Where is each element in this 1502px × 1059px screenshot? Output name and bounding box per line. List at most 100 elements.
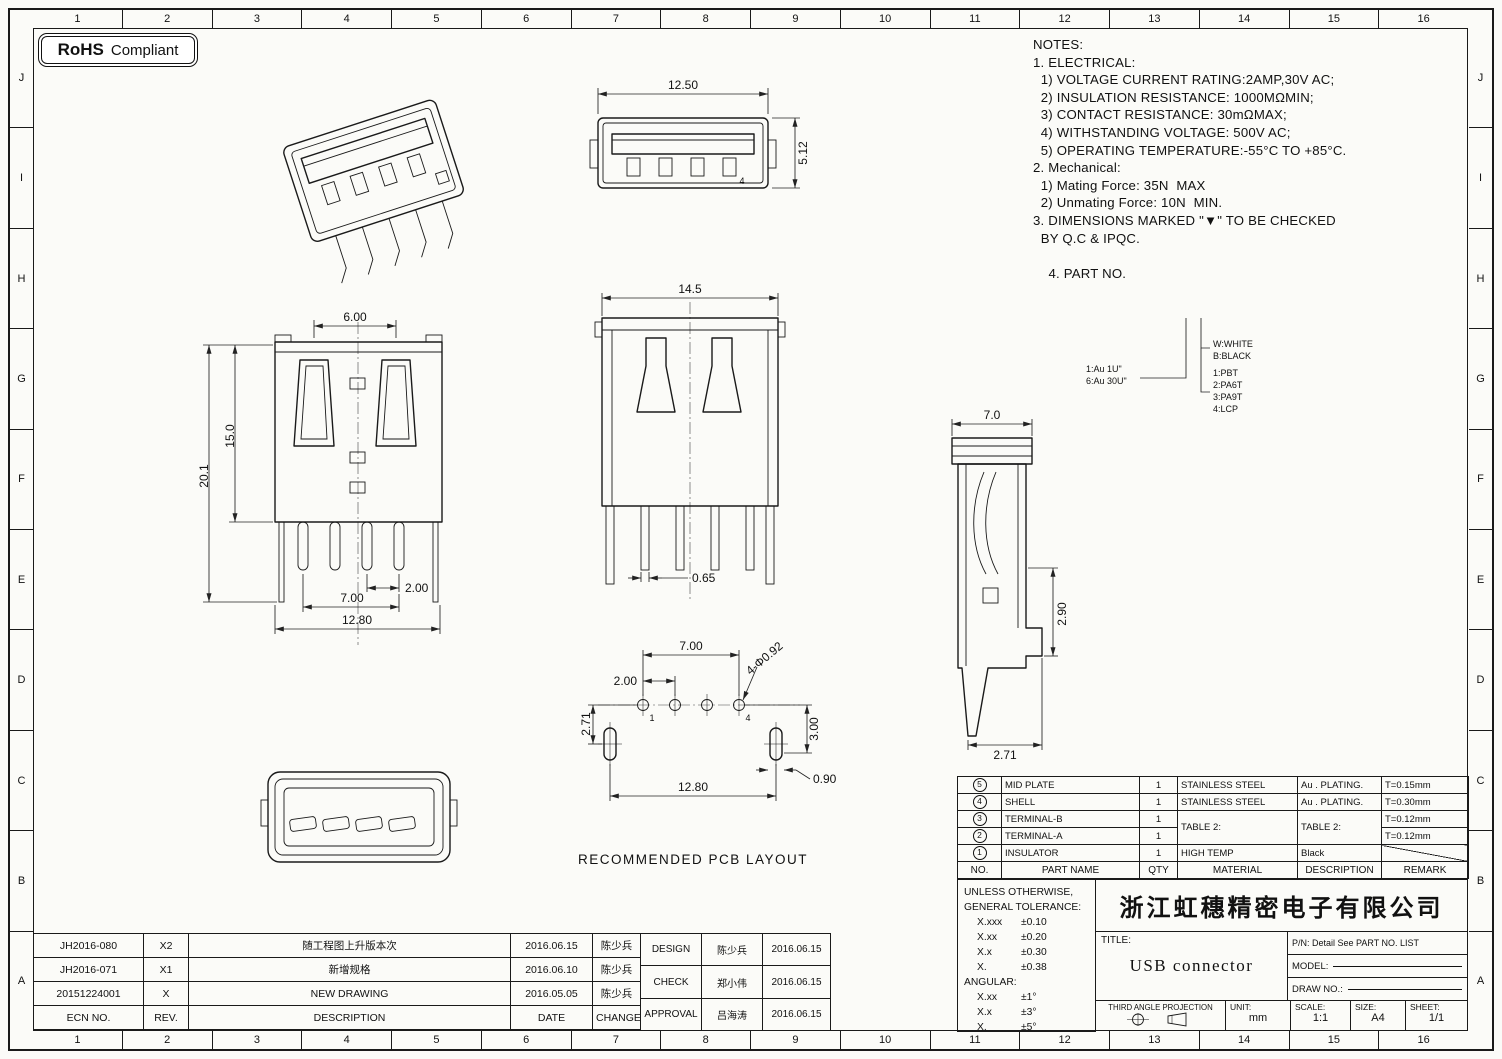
bom-row: 3 TERMINAL-B 1 TABLE 2: TABLE 2: T=0.12m… (957, 810, 1469, 845)
bom-header: PART NAME (1001, 861, 1140, 879)
approval-role: CHECK (640, 965, 702, 999)
grid-col-label: 9 (751, 10, 841, 28)
bom-row: 5 MID PLATE 1 STAINLESS STEEL Au . PLATI… (957, 776, 1469, 794)
grid-col-label: 10 (841, 10, 931, 28)
material: STAINLESS STEEL (1177, 776, 1298, 794)
draw-no-blank-line (1347, 988, 1462, 990)
rev-by: 陈少兵 (592, 933, 641, 958)
approval-table: DESIGN 陈少兵 2016.06.15 CHECK 郑小伟 2016.06.… (640, 932, 831, 1032)
grid-col-label: 11 (931, 1031, 1021, 1049)
rev-description: 新增规格 (188, 957, 511, 982)
ecn-no: JH2016-071 (33, 957, 144, 982)
tolerance-block: UNLESS OTHERWISE, GENERAL TOLERANCE: X.x… (957, 879, 1096, 1033)
approval-date: 2016.06.15 (762, 997, 831, 1032)
grid-row-label: E (10, 530, 33, 631)
grid-col-label: 9 (751, 1031, 841, 1049)
draw-no-label: DRAW NO.: (1292, 983, 1343, 995)
grid-row-label: B (10, 831, 33, 932)
bom-header: MATERIAL (1177, 861, 1298, 879)
notes-line (1033, 247, 1473, 265)
tolerance-row: X.x±0.30 (977, 947, 1047, 958)
qty: 1 (1139, 793, 1178, 811)
approval-name: 郑小伟 (701, 965, 763, 999)
rohs-badge: RoHS Compliant (38, 33, 198, 67)
tolerance-row: X.xxx±0.10 (977, 917, 1047, 928)
part-number-cell: P/N: Detail See PART NO. LIST (1287, 931, 1468, 955)
material: STAINLESS STEEL (1177, 793, 1298, 811)
item-number-badge: 5 (972, 778, 987, 792)
projection-cell: THIRD ANGLE PROJECTION (1095, 1000, 1226, 1031)
revision-row: 20151224001 X NEW DRAWING 2016.05.05 陈少兵 (33, 981, 641, 1006)
notes-line: BY Q.C & IPQC. (1033, 230, 1141, 246)
grid-row-label: C (1469, 731, 1492, 832)
sheet-label: SHEET: (1410, 1002, 1440, 1012)
bom-table: 5 MID PLATE 1 STAINLESS STEEL Au . PLATI… (957, 776, 1469, 879)
qty: 1 (1139, 827, 1178, 845)
approval-role: APPROVAL (640, 997, 702, 1032)
description: Black (1297, 844, 1382, 862)
grid-row-label: J (1469, 28, 1492, 129)
tolerance-line: GENERAL TOLERANCE: (964, 902, 1082, 913)
angular-label: ANGULAR: (964, 977, 1017, 988)
item-number-badge: 4 (972, 795, 987, 809)
bom-header: NO. (957, 861, 1002, 879)
rev-by: 陈少兵 (592, 981, 641, 1006)
grid-col-label: 6 (482, 1031, 572, 1049)
notes-line: 2. Mechanical: (1033, 160, 1121, 176)
grid-col-label: 5 (392, 10, 482, 28)
rev: X2 (143, 933, 189, 958)
drawing-title: USB connector (1129, 956, 1254, 975)
size-cell: SIZE: A4 (1350, 1000, 1406, 1031)
description: Au . PLATING. (1297, 776, 1382, 794)
grid-col-label: 14 (1200, 10, 1290, 28)
notes-line: 2) Unmating Force: 10N MIN. (1033, 195, 1223, 211)
grid-col-label: 13 (1110, 1031, 1200, 1049)
grid-col-label: 3 (213, 1031, 303, 1049)
grid-col-label: 2 (123, 10, 213, 28)
notes-line: 4) WITHSTANDING VOLTAGE: 500V AC; (1033, 124, 1291, 140)
grid-row-label: F (1469, 430, 1492, 531)
rohs-bold-text: RoHS (57, 40, 104, 59)
grid-col-label: 12 (1020, 10, 1110, 28)
grid-row-label: A (1476, 975, 1485, 988)
grid-col-label: 13 (1110, 10, 1200, 28)
notes-line: 5) OPERATING TEMPERATURE:-55°C TO +85°C. (1033, 142, 1347, 158)
revision-header-row: ECN NO. REV. DESCRIPTION DATE CHANGE (33, 1005, 641, 1030)
tolerance-row: X.x±3° (977, 1007, 1037, 1018)
ecn-no: 20151224001 (33, 981, 144, 1006)
part-number-text: P/N: Detail See PART NO. LIST (1292, 938, 1420, 948)
notes-line: 4. PART NO. (1033, 265, 1127, 281)
qty: 1 (1139, 776, 1178, 794)
approval-row: APPROVAL 吕海涛 2016.06.15 (640, 997, 831, 1032)
grid-col-label: 7 (572, 1031, 662, 1049)
grid-row-label: D (10, 630, 33, 731)
part-name: INSULATOR (1001, 844, 1140, 862)
grid-col-label: 1 (33, 10, 123, 28)
bom-row: 4 SHELL 1 STAINLESS STEEL Au . PLATING. … (957, 793, 1469, 811)
sheet-cell: SHEET: 1/1 (1405, 1000, 1468, 1031)
rev-date: 2016.05.05 (510, 981, 593, 1006)
revision-header: REV. (143, 1005, 189, 1030)
approval-date: 2016.06.15 (762, 965, 831, 999)
grid-row-label: D (1469, 630, 1492, 731)
title-label: TITLE: (1101, 935, 1132, 946)
notes-line: 1. ELECTRICAL: (1033, 54, 1136, 70)
bom-row: 1 INSULATOR 1 HIGH TEMP Black (957, 844, 1469, 862)
third-angle-projection-icon (1126, 1012, 1186, 1027)
item-number-badge: 1 (972, 846, 987, 860)
grid-col-label: 4 (302, 1031, 392, 1049)
scale-label: SCALE: (1295, 1002, 1326, 1012)
title-block: TITLE: USB connector P/N: Detail See PAR… (1095, 931, 1468, 1031)
qty: 1 (1139, 810, 1178, 828)
approval-name: 陈少兵 (701, 932, 763, 967)
remark: T=0.15mm (1381, 776, 1469, 794)
grid-col-label: 12 (1020, 1031, 1110, 1049)
revision-header: DATE (510, 1005, 593, 1030)
grid-col-label: 11 (931, 10, 1021, 28)
notes-line: 3) CONTACT RESISTANCE: 30mΩMAX; (1033, 107, 1287, 123)
grid-col-label: 7 (572, 10, 662, 28)
grid-col-label: 8 (661, 1031, 751, 1049)
grid-col-label: 14 (1200, 1031, 1290, 1049)
